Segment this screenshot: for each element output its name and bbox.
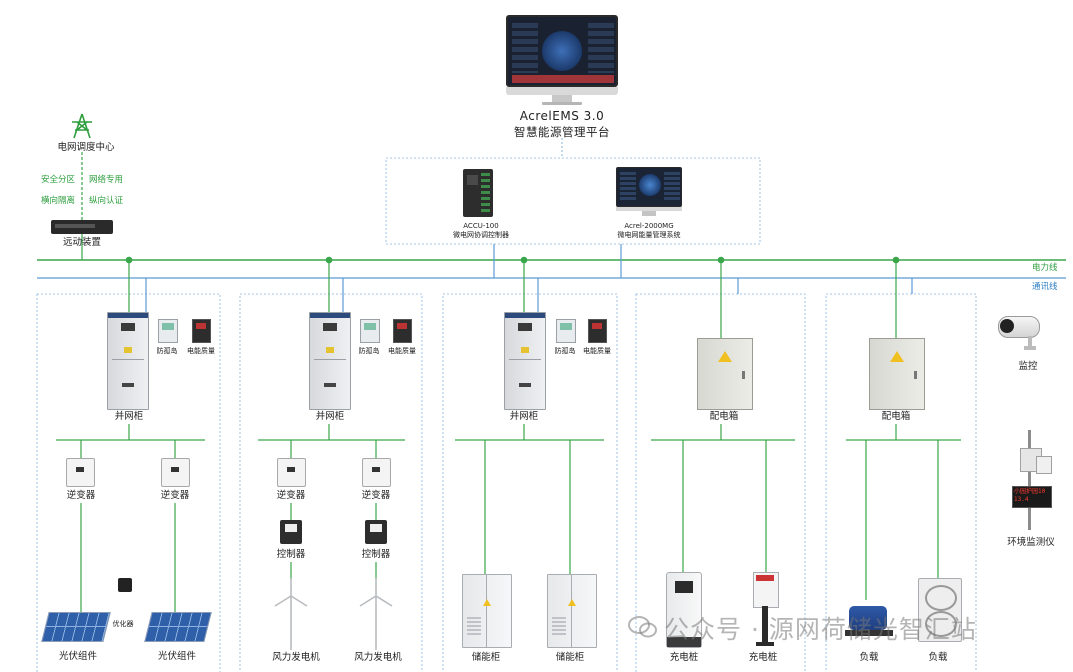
load-zone-box: [825, 293, 977, 672]
camera-label: 监控: [1018, 361, 1038, 372]
controller-box: [385, 157, 761, 245]
accu-desc: 微电网协调控制器: [453, 231, 509, 239]
charging-pile-label: 充电桩: [669, 652, 699, 663]
platform-subtitle: 智慧能源管理平台: [514, 125, 610, 139]
env-monitor-display: 小园护园10 13.4: [1014, 488, 1046, 503]
distribution-box: [697, 338, 753, 410]
remote-device-label: 远动装置: [62, 237, 102, 248]
distribution-box: [869, 338, 925, 410]
pv-module: [41, 612, 111, 642]
anti-island-device: [360, 319, 380, 343]
power-quality-label: 电能质量: [187, 347, 215, 355]
grid-cabinet-label: 并网柜: [509, 411, 539, 422]
wind-turbine: [356, 578, 396, 650]
wind-turbine-label: 风力发电机: [272, 652, 320, 663]
inverter: [277, 458, 306, 487]
power-quality-label: 电能质量: [388, 347, 416, 355]
platform-monitor: [506, 15, 618, 105]
anti-island-label: 防孤岛: [358, 347, 380, 355]
load-label: 负载: [928, 652, 948, 663]
pv-module-label: 光伏组件: [157, 651, 197, 662]
charging-pile-label: 充电桩: [748, 652, 778, 663]
anti-island-device: [556, 319, 576, 343]
inverter-label: 逆变器: [160, 490, 190, 501]
accu-model: ACCU-100: [463, 222, 499, 230]
tag-security-zone: 安全分区: [41, 175, 76, 185]
distribution-box-label: 配电箱: [709, 411, 739, 422]
accu-controller: [463, 169, 493, 217]
inverter-label: 逆变器: [276, 490, 306, 501]
load-label: 负载: [859, 652, 879, 663]
dispatch-center-label: 电网调度中心: [57, 142, 115, 153]
ems-model: Acrel-2000MG: [624, 222, 674, 230]
inverter: [362, 458, 391, 487]
wind-zone-box: [239, 293, 423, 672]
ems-monitor: [616, 167, 682, 217]
wind-turbine: [271, 578, 311, 650]
storage-cabinet: [547, 574, 597, 648]
grid-cabinet-label: 并网柜: [114, 411, 144, 422]
wind-controller: [280, 520, 302, 544]
charging-pile: [666, 572, 702, 648]
storage-cabinet-label: 储能柜: [555, 652, 585, 663]
platform-name: AcrelEMS 3.0: [519, 109, 605, 123]
wind-turbine-label: 风力发电机: [354, 652, 402, 663]
anti-island-label: 防孤岛: [554, 347, 576, 355]
anti-island-label: 防孤岛: [156, 347, 178, 355]
storage-cabinet-label: 储能柜: [471, 652, 501, 663]
transmission-tower-icon: [68, 112, 96, 140]
distribution-box-label: 配电箱: [881, 411, 911, 422]
ems-desc: 微电网能量管理系统: [617, 231, 681, 239]
optimizer-device: [118, 578, 132, 592]
wind-controller-label: 控制器: [276, 549, 306, 560]
wind-controller-label: 控制器: [361, 549, 391, 560]
tag-horizontal-isolation: 横向隔离: [41, 196, 76, 206]
tag-dedicated-network: 网络专用: [89, 175, 124, 185]
power-quality-device: [588, 319, 607, 343]
grid-cabinet-label: 并网柜: [315, 411, 345, 422]
power-quality-device: [393, 319, 412, 343]
charging-pile: [753, 572, 779, 646]
grid-cabinet: [309, 312, 351, 410]
pv-zone-box: [36, 293, 221, 672]
comm-line-label: 通讯线: [1032, 282, 1058, 292]
pv-module: [144, 612, 212, 642]
inverter-label: 逆变器: [66, 490, 96, 501]
inverter: [161, 458, 190, 487]
optimizer-label: 优化器: [112, 620, 134, 628]
inverter: [66, 458, 95, 487]
pv-module-label: 光伏组件: [58, 651, 98, 662]
anti-island-device: [158, 319, 178, 343]
tag-vertical-auth: 纵向认证: [89, 196, 124, 206]
grid-cabinet: [504, 312, 546, 410]
env-monitor-label: 环境监测仪: [1007, 537, 1055, 548]
camera-icon: [998, 312, 1044, 352]
power-line-label: 电力线: [1032, 263, 1058, 273]
power-quality-device: [192, 319, 211, 343]
inverter-label: 逆变器: [361, 490, 391, 501]
storage-zone-box: [442, 293, 618, 672]
grid-cabinet: [107, 312, 149, 410]
load-ac-unit: [918, 578, 962, 642]
wind-controller: [365, 520, 387, 544]
remote-device: [51, 220, 113, 234]
load-motor: [845, 600, 893, 638]
storage-cabinet: [462, 574, 512, 648]
env-monitor: 小园护园10 13.4: [1006, 430, 1054, 530]
wechat-icon: [628, 616, 657, 638]
watermark-text: 公众号 · 源网荷储光智汇站: [664, 615, 977, 644]
power-quality-label: 电能质量: [583, 347, 611, 355]
